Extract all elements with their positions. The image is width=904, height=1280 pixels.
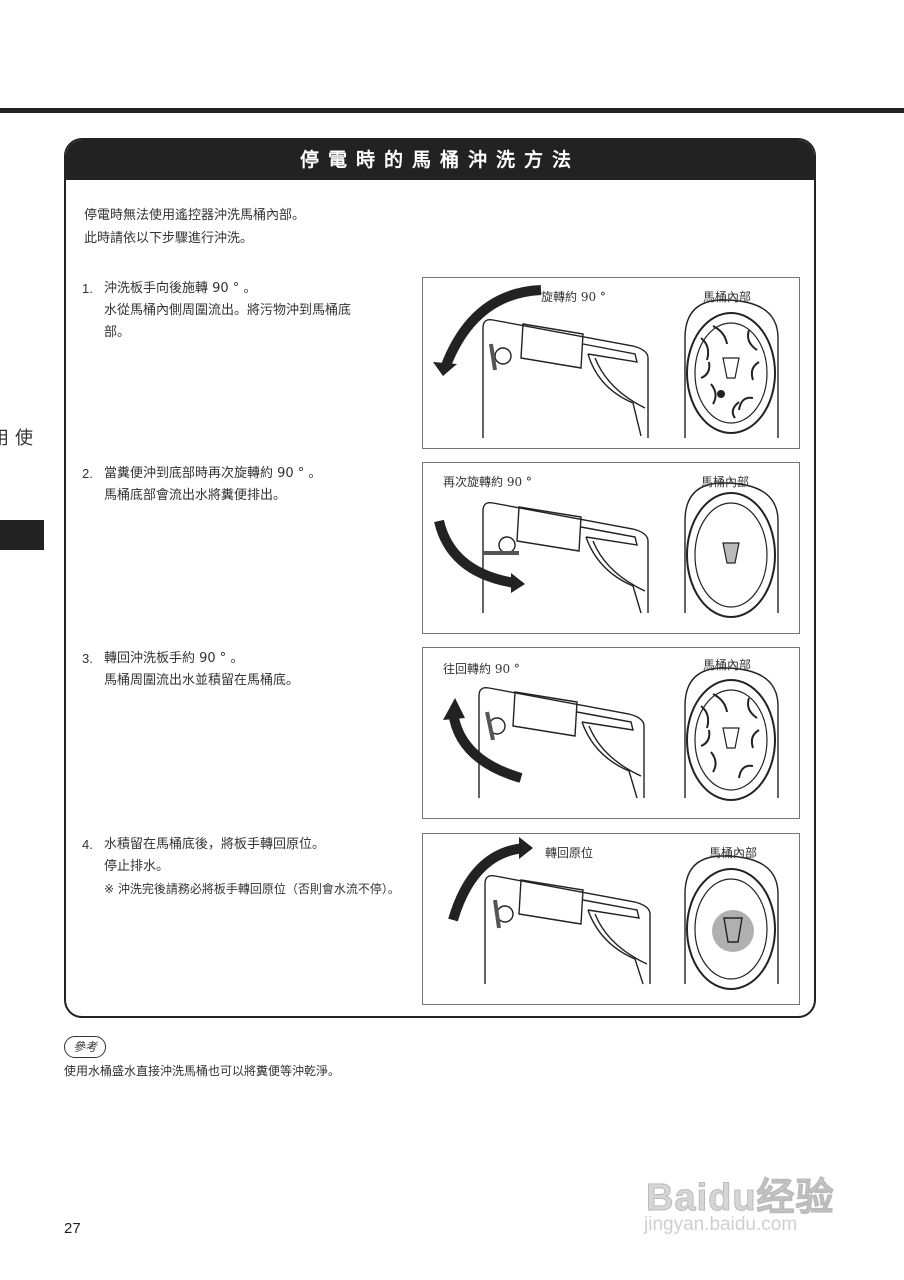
toilet-illustration [434,482,779,618]
step-number: 2. [82,466,93,481]
illustration-panel-2: 再次旋轉約 90 ° 馬桶內部 [422,462,800,634]
side-tab-label: 使用方法 [0,428,33,446]
toilet-illustration [448,837,779,990]
step-line: 水積留在馬桶底後，將板手轉回原位。 [104,837,326,852]
instruction-frame: 停電時的馬桶沖洗方法 停電時無法使用遙控器沖洗馬桶內部。 此時請依以下步驟進行沖… [64,138,816,1018]
panel-label: 旋轉約 90 ° [541,290,606,304]
step-line: 部。 [104,325,131,340]
panel-label: 馬桶內部 [701,475,750,489]
step-line: 馬桶底部會流出水將糞便排出。 [104,488,287,503]
panel-label: 往回轉約 90 ° [443,662,520,676]
intro-line: 此時請依以下步驟進行沖洗。 [84,231,254,246]
intro-text: 停電時無法使用遙控器沖洗馬桶內部。 此時請依以下步驟進行沖洗。 [84,204,305,250]
step-3: 3. 轉回沖洗板手約 90 ° 。 馬桶周圍流出水並積留在馬桶底。 [82,648,402,692]
reference-text: 使用水桶盛水直接沖洗馬桶也可以將糞便等沖乾淨。 [64,1064,341,1078]
intro-line: 停電時無法使用遙控器沖洗馬桶內部。 [84,208,306,223]
step-line: 馬桶周圍流出水並積留在馬桶底。 [104,673,300,688]
watermark-url: jingyan.baidu.com [644,1214,798,1235]
toilet-illustration [433,285,779,438]
step-line: 停止排水。 [104,859,170,874]
step-4: 4. 水積留在馬桶底後，將板手轉回原位。 停止排水。 ※ 沖洗完後請務必將板手轉… [82,834,402,898]
panel-label: 馬桶內部 [703,290,752,304]
panel-label: 轉回原位 [545,846,594,860]
step-line: 當糞便沖到底部時再次旋轉約 90 ° 。 [104,466,322,481]
side-tab-marker [0,520,44,550]
page-number: 27 [64,1220,81,1237]
step-line: 沖洗板手向後施轉 90 ° 。 [104,281,257,296]
step-line: 水從馬桶內側周圍流出。將污物沖到馬桶底 [104,303,352,318]
step-2: 2. 當糞便沖到底部時再次旋轉約 90 ° 。 馬桶底部會流出水將糞便排出。 [82,463,402,507]
step-line: 轉回沖洗板手約 90 ° 。 [104,651,244,666]
panel-label: 馬桶內部 [709,846,758,860]
step-note: ※ 沖洗完後請務必將板手轉回原位（否則會水流不停）。 [104,882,400,896]
illustration-panel-3: 往回轉約 90 ° 馬桶內部 [422,647,800,819]
panel-label: 再次旋轉約 90 ° [443,475,532,489]
watermark-logo: Baidu经验 [646,1177,835,1220]
step-number: 4. [82,837,93,852]
step-number: 3. [82,651,93,666]
step-1: 1. 沖洗板手向後施轉 90 ° 。 水從馬桶內側周圍流出。將污物沖到馬桶底 部… [82,278,402,344]
top-rule [0,108,904,113]
watermark: Baidu经验 jingyan.baidu.com [640,1160,860,1240]
toilet-illustration [443,667,779,801]
reference-badge: 參考 [64,1036,106,1058]
panel-label: 馬桶內部 [703,658,752,672]
section-title: 停電時的馬桶沖洗方法 [66,140,814,180]
illustration-panel-1: 旋轉約 90 ° 馬桶內部 [422,277,800,449]
step-number: 1. [82,281,93,296]
illustration-panel-4: 轉回原位 馬桶內部 [422,833,800,1005]
